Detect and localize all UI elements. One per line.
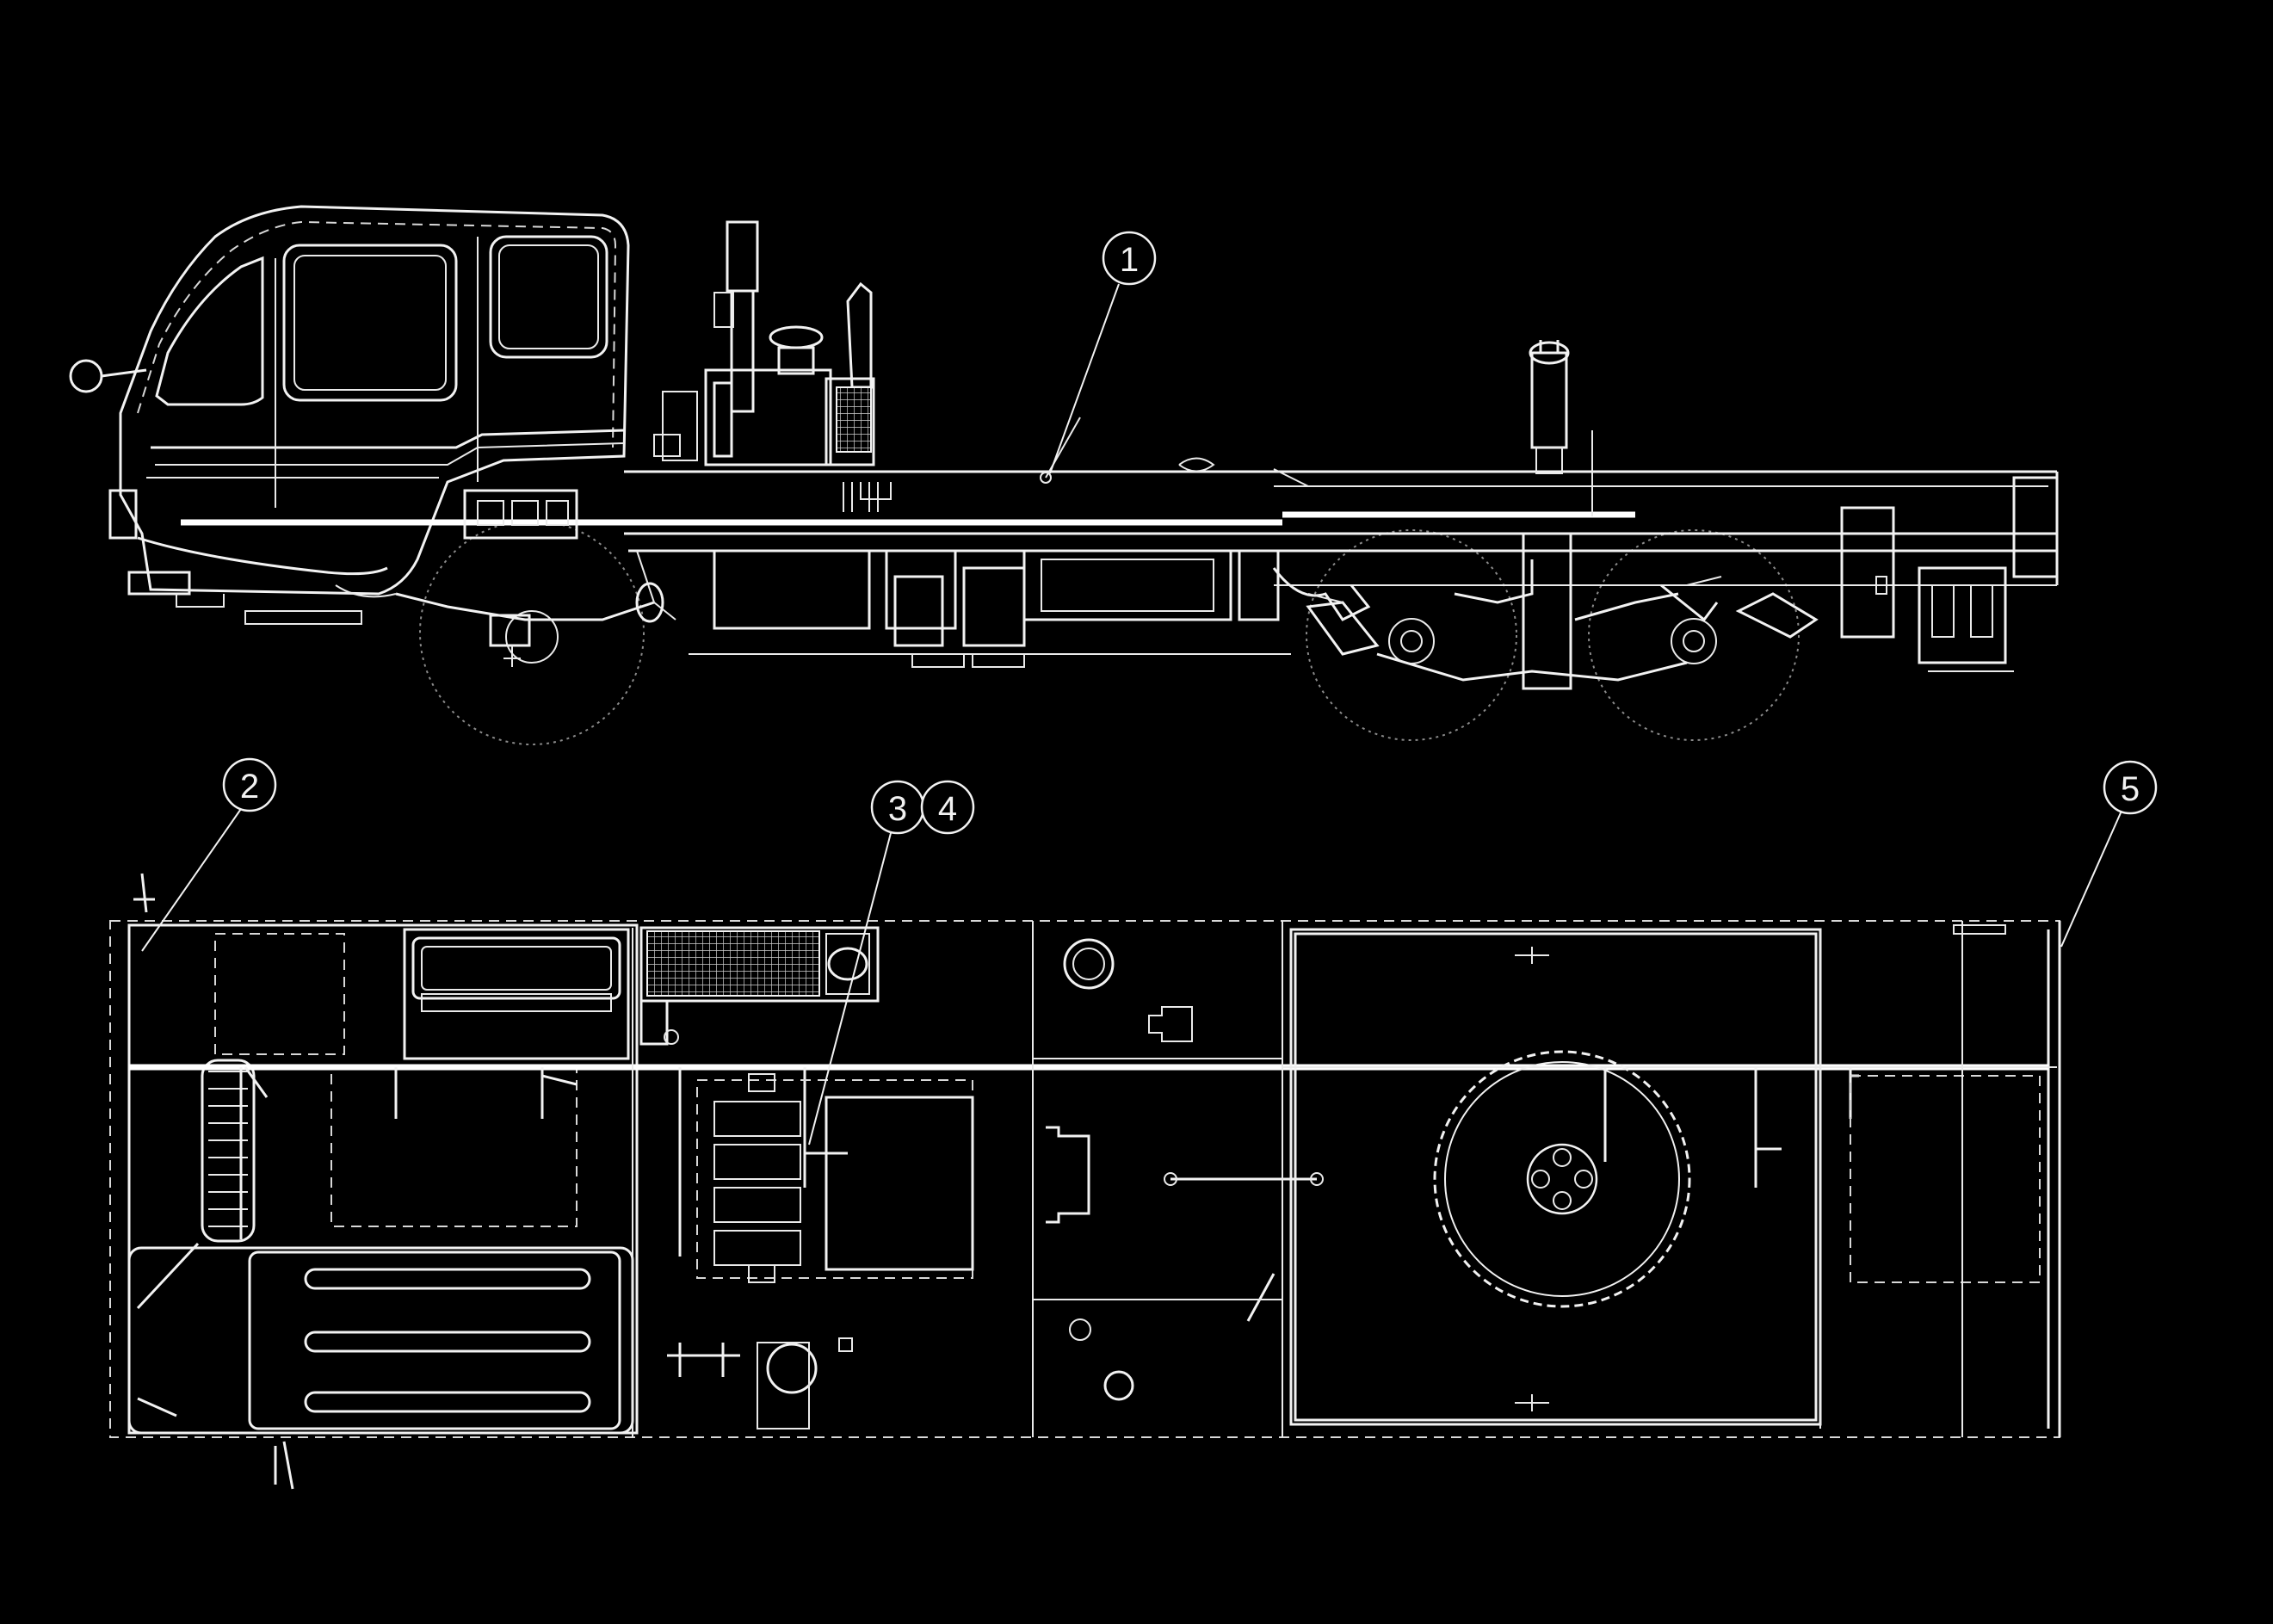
callout-4-label: 4: [938, 790, 957, 828]
callout-4: 4: [920, 780, 975, 835]
callout-1: 1: [1049, 231, 1157, 474]
callouts: 1 2 3 4 5: [141, 231, 2158, 1145]
callout-3: 3: [808, 780, 925, 1145]
callout-5: 5: [2060, 760, 2158, 948]
callout-5-label: 5: [2121, 770, 2140, 808]
callout-1-label: 1: [1120, 241, 1139, 279]
callout-3-label: 3: [888, 790, 907, 828]
engine-assembly: [653, 220, 892, 512]
callout-2: 2: [141, 757, 277, 952]
harness-side: [1040, 417, 1309, 487]
cab-top: [127, 873, 639, 1490]
top-outline: [109, 920, 2060, 1438]
callout-2-label: 2: [240, 768, 259, 806]
mid-components: [632, 921, 1283, 1437]
side-view: [69, 205, 2059, 745]
wheels: [419, 520, 1800, 745]
top-view: [109, 873, 2061, 1490]
rear-platform: [1282, 921, 2057, 1437]
under-frame-components: [395, 489, 2014, 672]
rear-tandem: [1272, 340, 1819, 690]
cab: [69, 205, 630, 625]
